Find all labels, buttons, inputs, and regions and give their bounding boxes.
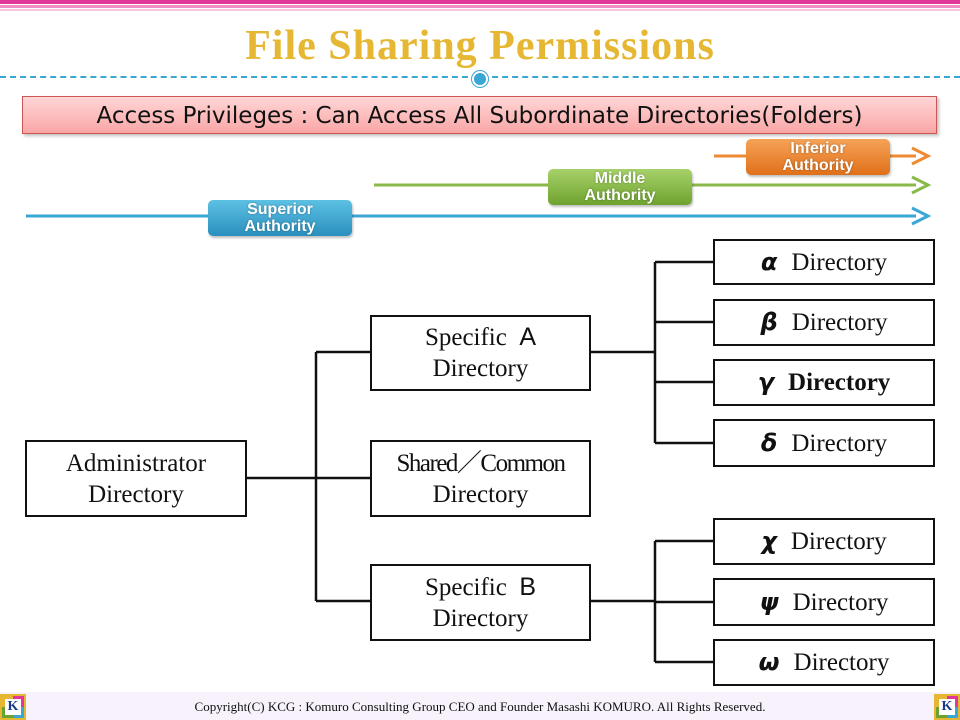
- psi-symbol: ψ: [759, 587, 779, 616]
- shared-common-directory-node: Shared／Common Directory: [370, 440, 591, 517]
- delta-symbol: δ: [760, 428, 778, 457]
- inferior-arrowhead: [911, 146, 932, 166]
- gamma-symbol: γ: [757, 368, 775, 396]
- kcg-logo-right: K: [934, 694, 960, 720]
- top-decorative-stripes: [0, 0, 960, 14]
- administrator-directory-node: Administrator Directory: [25, 440, 247, 517]
- divider-dot-icon: [472, 71, 488, 87]
- specific-a-directory-node: Specific A Directory: [370, 315, 591, 391]
- kcg-logo-left: K: [0, 694, 26, 720]
- chi-symbol: χ: [761, 527, 777, 555]
- stripe: [0, 5, 960, 8]
- specific-b-directory-node: Specific B Directory: [370, 564, 591, 641]
- omega-symbol: ω: [758, 648, 780, 676]
- stripe: [0, 0, 960, 4]
- alpha-symbol: α: [760, 247, 778, 276]
- middle-arrowhead: [911, 175, 932, 195]
- copyright-text: Copyright(C) KCG : Komuro Consulting Gro…: [194, 699, 766, 714]
- stripe: [0, 9, 960, 11]
- footer-bar: [0, 692, 960, 720]
- page-title: File Sharing Permissions: [245, 23, 715, 69]
- superior-arrowhead: [911, 206, 932, 226]
- beta-symbol: β: [760, 308, 778, 336]
- access-privileges-banner: Access Privileges : Can Access All Subor…: [22, 96, 937, 134]
